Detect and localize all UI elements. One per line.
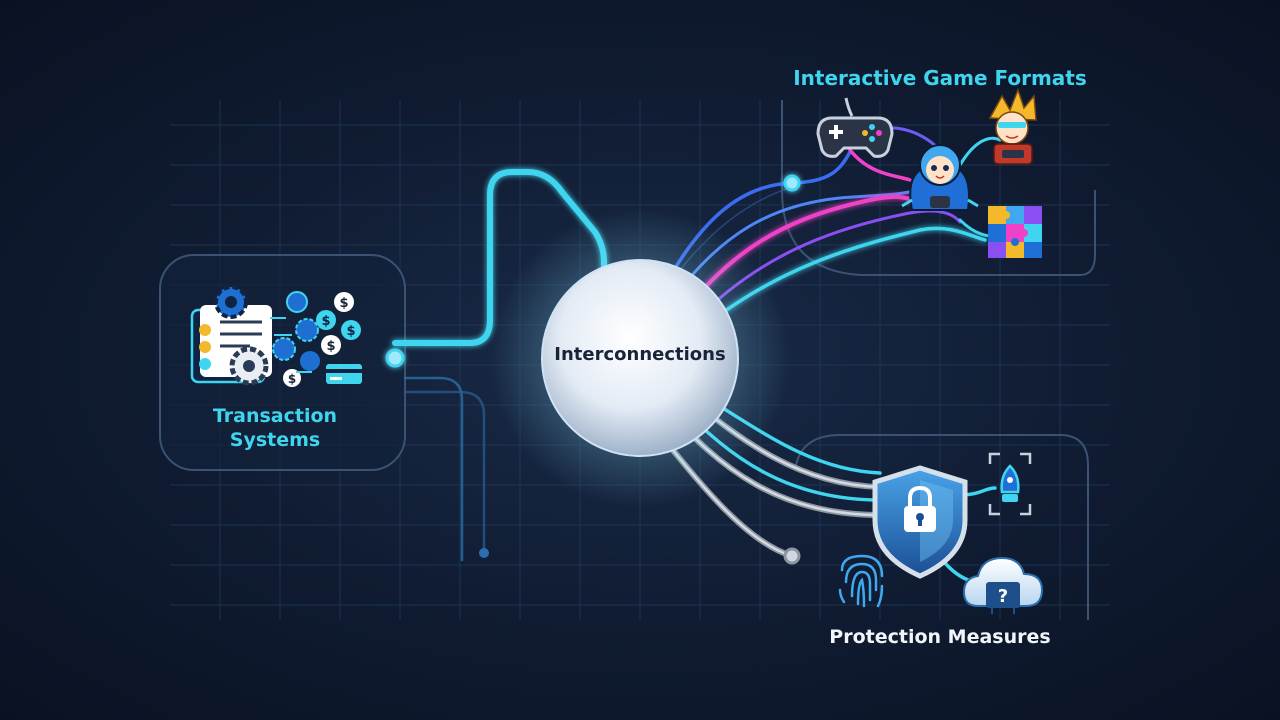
svg-text:$: $ [326,339,335,354]
svg-text:$: $ [346,324,355,339]
credit-card-icon [326,364,362,384]
protection-node-label: Protection Measures [829,626,1051,648]
interconnections-hub [541,259,739,457]
transactions-node-label: Transaction Systems [212,405,338,451]
anime-character-icon [901,144,979,211]
shield-lock-icon [872,465,968,579]
puzzle-icon [988,206,1042,258]
knight-character-icon [988,87,1037,165]
svg-text:$: $ [288,372,296,386]
rocket-frame-icon [988,452,1032,516]
cloud-question-icon: ? [962,556,1044,614]
games-panel [781,100,1096,276]
fingerprint-icon [838,554,884,608]
document-gear-icon [190,285,272,386]
svg-text:$: $ [339,296,348,311]
dollar-coin-icon: $ $ $ $ $ [270,291,361,387]
svg-text:$: $ [321,314,330,329]
gamepad-icon [816,97,894,158]
svg-text:?: ? [998,586,1008,607]
hub-label: Interconnections [554,344,726,365]
games-node-label: Interactive Game Formats [793,66,1087,90]
